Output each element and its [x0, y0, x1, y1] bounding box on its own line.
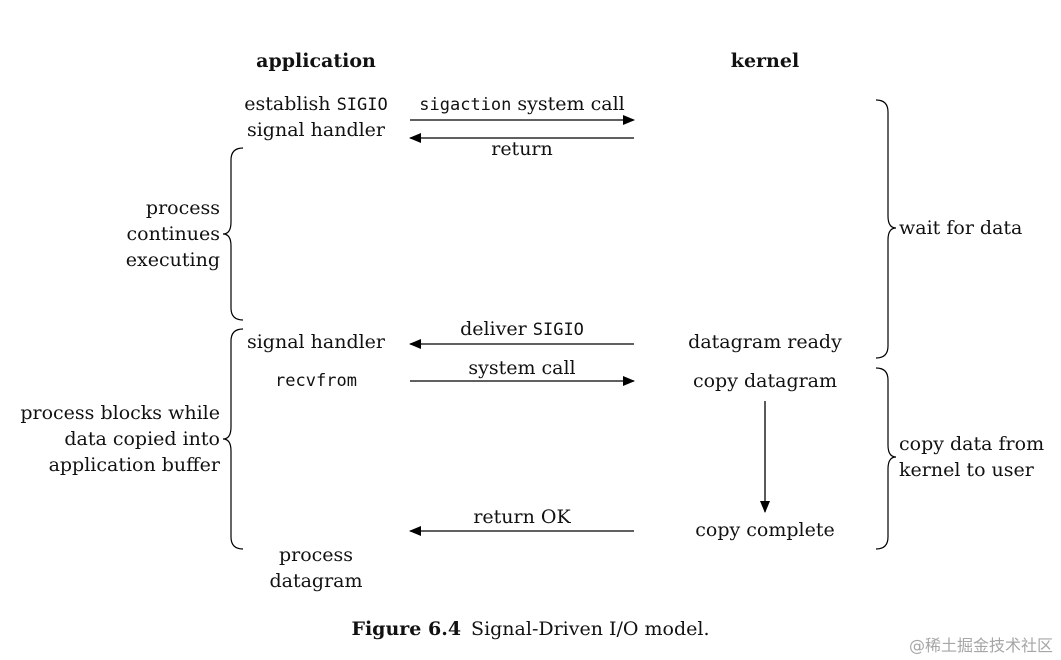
header-application: application [256, 50, 376, 72]
figure-caption: Figure 6.4 Signal-Driven I/O model. [0, 616, 1061, 642]
continues-line1: process [145, 197, 220, 219]
brace-copy [875, 367, 897, 550]
sigaction-code: sigaction [419, 95, 512, 115]
label-recvfrom: recvfrom [275, 371, 357, 391]
header-kernel: kernel [730, 50, 800, 72]
brace-blocks [222, 328, 244, 550]
label-system-call: system call [468, 357, 576, 379]
watermark: @稀土掘金技术社区 [908, 636, 1053, 655]
continues-line3: executing [125, 249, 220, 271]
establish-text: establish [244, 93, 337, 115]
deliver-sigio-code: SIGIO [532, 320, 584, 340]
sigaction-rest: system call [511, 93, 625, 115]
label-return: return [491, 138, 553, 160]
label-wait-for-data: wait for data [899, 217, 1023, 239]
brace-continues [222, 147, 244, 321]
label-copy-datagram: copy datagram [692, 370, 838, 392]
label-sigaction: sigaction system call [402, 91, 642, 118]
continues-line2: continues [126, 223, 221, 245]
figure-label: Figure 6.4 [351, 618, 462, 640]
label-deliver-sigio: deliver SIGIO [402, 316, 642, 343]
label-signal-handler: signal handler [246, 331, 386, 353]
label-datagram-ready: datagram ready [688, 331, 842, 353]
establish-line1: establish SIGIO [216, 91, 416, 118]
blocks-line2: data copied into [64, 428, 220, 450]
brace-wait [875, 99, 897, 359]
deliver-text: deliver [460, 318, 533, 340]
label-return-ok: return OK [473, 506, 571, 528]
process-datagram-line1: process [278, 544, 354, 566]
establish-sigio: SIGIO [336, 95, 388, 115]
blocks-line3: application buffer [48, 454, 220, 476]
process-datagram-line2: datagram [269, 570, 363, 592]
copy-data-line1: copy data from [899, 433, 1045, 455]
copy-data-line2: kernel to user [899, 459, 1034, 481]
establish-line2: signal handler [246, 119, 386, 141]
figure-title: Signal-Driven I/O model. [471, 618, 710, 640]
blocks-line1: process blocks while [20, 402, 220, 424]
label-copy-complete: copy complete [695, 519, 835, 541]
